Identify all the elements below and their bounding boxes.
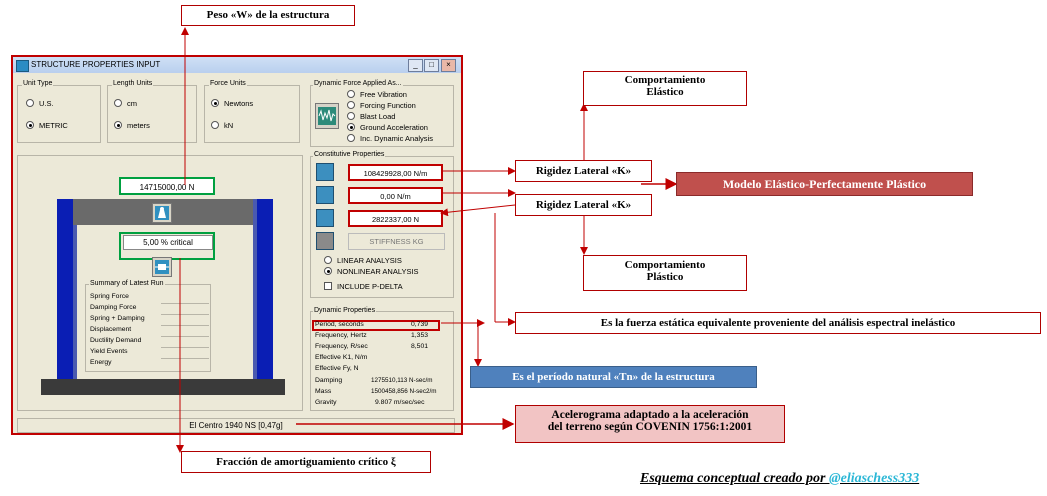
app-icon [16, 60, 29, 72]
radio-ground-acceleration[interactable]: Ground Acceleration [347, 123, 428, 132]
summary-row: Ductility Demand [90, 337, 142, 344]
credit: Esquema conceptual creado por @eliasches… [640, 471, 1040, 491]
radio-nonlinear-analysis[interactable]: NONLINEAR ANALYSIS [324, 267, 419, 276]
summary-row: Spring + Damping [90, 315, 145, 322]
unit-type-group [17, 85, 101, 143]
dp-row-effective-k1: Effective K1, N/m [315, 354, 368, 361]
radio-linear-analysis[interactable]: LINEAR ANALYSIS [324, 256, 402, 265]
dynamic-force-label: Dynamic Force Applied As... [313, 80, 403, 87]
damper-button[interactable] [152, 257, 172, 277]
yield-force-field[interactable]: 2822337,00 N [348, 210, 443, 227]
damping-field[interactable]: 5,00 % critical [123, 235, 213, 250]
period-highlight [312, 320, 440, 331]
weight-field[interactable]: 14715000,00 N [119, 177, 215, 195]
plastic-stiffness-button[interactable] [316, 186, 334, 204]
radio-inc-dynamic-analysis[interactable]: Inc. Dynamic Analysis [347, 134, 433, 143]
stiffness-kg-button[interactable]: STIFFNESS KG [348, 233, 445, 250]
unit-type-label: Unit Type [22, 80, 54, 87]
dp-row-effective-fy: Effective Fy, N [315, 365, 359, 372]
summary-values [161, 293, 209, 369]
maximize-button[interactable]: □ [424, 59, 439, 72]
plastic-stiffness-field[interactable]: 0,00 N/m [348, 187, 443, 204]
title-bar[interactable]: STRUCTURE PROPERTIES INPUT _ □ × [13, 57, 461, 73]
callout-peso: Peso «W» de la estructura [181, 5, 355, 26]
summary-row: Yield Events [90, 348, 128, 355]
force-units-label: Force Units [209, 80, 247, 87]
ground-motion-record[interactable]: El Centro 1940 NS [0,47g] [17, 418, 455, 433]
base-slab [41, 379, 285, 395]
radio-cm[interactable]: cm [114, 99, 137, 108]
pdelta-checkbox[interactable]: INCLUDE P-DELTA [324, 282, 403, 291]
callout-fuerza: Es la fuerza estática equivalente proven… [515, 312, 1041, 334]
callout-modelo: Modelo Elástico-Perfectamente Plástico [676, 172, 973, 196]
structure-properties-window: STRUCTURE PROPERTIES INPUT _ □ × Unit Ty… [11, 55, 463, 435]
radio-free-vibration[interactable]: Free Vibration [347, 90, 407, 99]
radio-us[interactable]: U.S. [26, 99, 54, 108]
summary-row: Energy [90, 359, 112, 366]
right-column [253, 199, 273, 385]
waveform-button[interactable] [315, 103, 339, 129]
radio-kn[interactable]: kN [211, 121, 233, 130]
credit-handle-link[interactable]: @eliaschess333 [829, 471, 920, 486]
left-column [57, 199, 77, 385]
dynamic-properties-group [310, 311, 454, 411]
radio-metric[interactable]: METRIC [26, 121, 68, 130]
constitutive-label: Constitutive Properties [313, 151, 386, 158]
callout-amortiguamiento: Fracción de amortiguamiento crítico ξ [181, 451, 431, 473]
minimize-button[interactable]: _ [408, 59, 423, 72]
weight-button[interactable] [152, 203, 172, 223]
weight-icon [155, 206, 169, 220]
stiffness-kg-button-icon[interactable] [316, 232, 334, 250]
dynamic-properties-label: Dynamic Properties [313, 307, 377, 314]
radio-newtons[interactable]: Newtons [211, 99, 253, 108]
summary-row: Spring Force [90, 293, 129, 300]
arrow-rigidez2 [440, 204, 516, 217]
summary-row: Displacement [90, 326, 132, 333]
elastic-stiffness-button[interactable] [316, 163, 334, 181]
summary-row: Damping Force [90, 304, 137, 311]
radio-blast-load[interactable]: Blast Load [347, 112, 395, 121]
waveform-icon [318, 107, 336, 125]
credit-text: Esquema conceptual creado por [640, 471, 829, 486]
yield-force-button[interactable] [316, 209, 334, 227]
force-units-group [204, 85, 300, 143]
window-title: STRUCTURE PROPERTIES INPUT [31, 60, 161, 69]
radio-meters[interactable]: meters [114, 121, 150, 130]
callout-rigidez-2: Rigidez Lateral «K» [515, 194, 652, 216]
callout-periodo: Es el período natural «Tn» de la estruct… [470, 366, 757, 388]
radio-forcing-function[interactable]: Forcing Function [347, 101, 416, 110]
damper-icon [155, 260, 169, 274]
close-button[interactable]: × [441, 59, 456, 72]
elastic-stiffness-field[interactable]: 108429928,00 N/m [348, 164, 443, 181]
summary-title: Summary of Latest Run [89, 280, 165, 287]
callout-rigidez-1: Rigidez Lateral «K» [515, 160, 652, 182]
length-units-label: Length Units [112, 80, 154, 87]
